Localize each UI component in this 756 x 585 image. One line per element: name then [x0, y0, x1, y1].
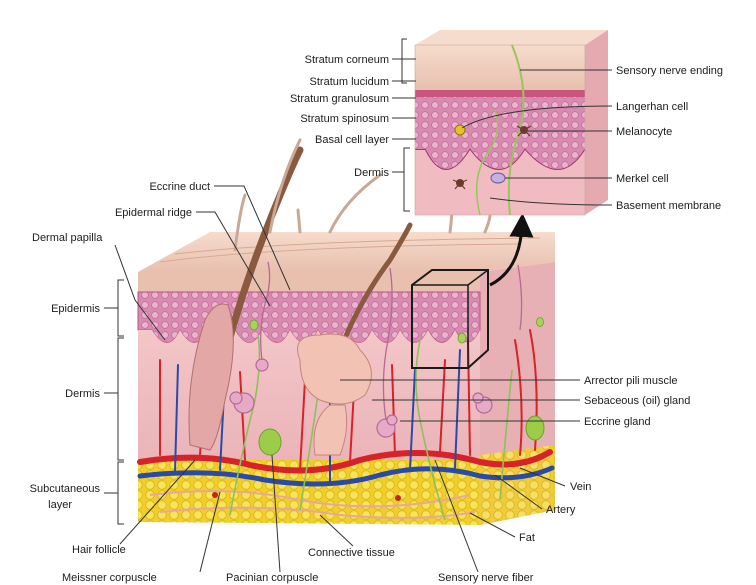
label-dermal-papilla: Dermal papilla — [32, 232, 103, 244]
label-langerhan-cell: Langerhan cell — [616, 101, 688, 113]
label-stratum-corneum: Stratum corneum — [305, 54, 389, 66]
inset-block — [415, 30, 608, 215]
label-basement-membrane: Basement membrane — [616, 200, 721, 212]
skin-surface — [138, 232, 555, 272]
label-eccrine-duct: Eccrine duct — [149, 181, 210, 193]
label-meissner-corpuscle: Meissner corpuscle — [62, 572, 157, 584]
label-inset-dermis: Dermis — [354, 167, 389, 179]
inset-merkel-cell — [491, 173, 505, 183]
label-sebaceous-gland: Sebaceous (oil) gland — [584, 395, 690, 407]
dermis-bracket — [118, 338, 124, 460]
label-subcutaneous: Subcutaneous — [30, 483, 101, 495]
label-basal-cell-layer: Basal cell layer — [315, 134, 389, 146]
label-merkel-cell: Merkel cell — [616, 173, 669, 185]
inset-top-face — [415, 30, 608, 45]
label-vein: Vein — [570, 481, 591, 493]
label-pacinian-corpuscle: Pacinian corpuscle — [226, 572, 318, 584]
label-melanocyte: Melanocyte — [616, 126, 672, 138]
label-connective-tissue: Connective tissue — [308, 547, 395, 559]
inset-side-face — [585, 30, 608, 215]
label-sensory-nerve-fiber: Sensory nerve fiber — [438, 572, 534, 584]
inset-dermis-bracket — [404, 148, 410, 211]
epidermis-bracket — [118, 280, 124, 336]
label-stratum-granulosum: Stratum granulosum — [290, 93, 389, 105]
label-fat: Fat — [519, 532, 535, 544]
label-arrector-pili: Arrector pili muscle — [584, 375, 678, 387]
label-hair-follicle: Hair follicle — [72, 544, 126, 556]
label-artery: Artery — [546, 504, 576, 516]
inset-spinosum — [415, 97, 585, 170]
label-dermis: Dermis — [65, 388, 100, 400]
label-subcutaneous-layer: layer — [48, 499, 72, 511]
label-stratum-lucidum: Stratum lucidum — [310, 76, 389, 88]
front-stratum-corneum — [138, 272, 480, 292]
label-sensory-nerve-ending: Sensory nerve ending — [616, 65, 723, 77]
inset-langerhan-cell — [455, 125, 465, 135]
label-eccrine-gland: Eccrine gland — [584, 416, 651, 428]
subcutaneous-bracket — [118, 462, 124, 524]
inset-corneum-bracket — [402, 39, 407, 83]
inset-granulosum — [415, 90, 585, 97]
inset-corneum — [415, 45, 585, 90]
label-epidermal-ridge: Epidermal ridge — [115, 207, 192, 219]
label-stratum-spinosum: Stratum spinosum — [300, 113, 389, 125]
label-epidermis: Epidermis — [51, 303, 100, 315]
